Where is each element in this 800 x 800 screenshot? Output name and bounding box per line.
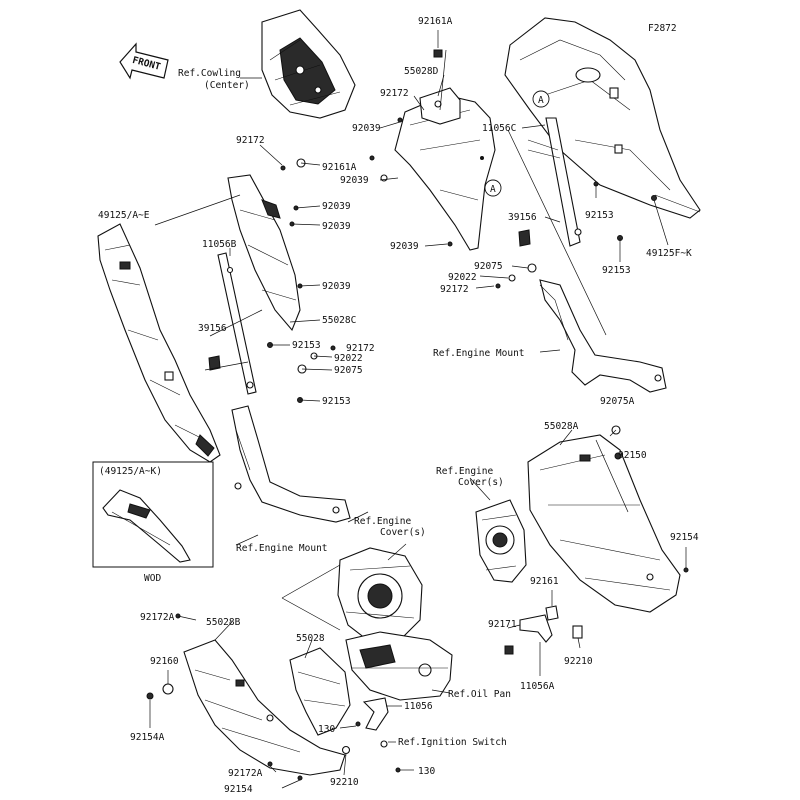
label-92172-left: 92172: [236, 135, 265, 146]
label-92154-right: 92154: [670, 532, 699, 543]
label-92210-bottom: 92210: [330, 777, 359, 788]
ref-oil-pan: Ref.Oil Pan: [448, 689, 511, 700]
label-92075-mid: 92075: [334, 365, 363, 376]
label-11056: 11056: [404, 701, 433, 712]
label-92039-c: 92039: [390, 241, 419, 252]
label-92039-left-b: 92039: [322, 221, 351, 232]
ref-marker-a-top: A: [532, 90, 550, 108]
label-55028: 55028: [296, 633, 325, 644]
label-49125f-k: 49125F~K: [646, 248, 692, 259]
ref-engine-cover-right-1: Ref.Engine: [436, 466, 493, 477]
label-92150: 92150: [618, 450, 647, 461]
label-11056c: 11056C: [482, 123, 516, 134]
panel-55028d-part: [394, 94, 496, 251]
label-92171: 92171: [488, 619, 517, 630]
front-arrow-icon: FRONT: [119, 42, 169, 80]
label-92039-b: 92039: [340, 175, 369, 186]
cover-55028b-part: [183, 639, 346, 776]
label-39156-left: 39156: [198, 323, 227, 334]
label-92039-left-a: 92039: [322, 201, 351, 212]
ref-engine-cover-right-2: Cover(s): [458, 477, 504, 488]
label-39156-right: 39156: [508, 212, 537, 223]
right-shroud-part: [504, 17, 701, 219]
leader-lines: [149, 30, 687, 789]
cover-55028-part: [289, 647, 351, 736]
ref-engine-mount-right: Ref.Engine Mount: [433, 348, 525, 359]
svg-text:A: A: [490, 184, 496, 195]
label-92022-right: 92022: [448, 272, 477, 283]
label-55028c: 55028C: [322, 315, 356, 326]
clip-39156-left: [208, 355, 221, 371]
label-92022-mid: 92022: [334, 353, 363, 364]
grommet-92161: [545, 605, 559, 621]
label-55028b: 55028B: [206, 617, 241, 628]
label-55028d: 55028D: [404, 66, 439, 77]
clip-39156-right: [518, 229, 531, 247]
ref-engine-cover-left-2: Cover(s): [380, 527, 426, 538]
label-92161a-top: 92161A: [418, 16, 453, 27]
bracket-11056a-part: [504, 614, 553, 655]
label-92172a-top: 92172A: [140, 612, 175, 623]
label-92075a: 92075A: [600, 396, 635, 407]
label-11056b: 11056B: [202, 239, 237, 250]
ref-marker-a-mid: A: [484, 179, 502, 197]
cowling-center-part: [261, 9, 356, 119]
collar-92210-right: [572, 625, 583, 639]
cover-55028a-part: [527, 434, 681, 613]
label-130-a: 130: [318, 724, 335, 735]
figure-code: F2872: [648, 23, 677, 34]
bracket-11056c-part: [527, 117, 582, 247]
engine-cover-left-part: [337, 547, 423, 643]
label-92075-right: 92075: [474, 261, 503, 272]
label-55028a: 55028A: [544, 421, 579, 432]
part-labels: 92161A 55028D 92172 11056C 92039 92039 9…: [98, 16, 699, 795]
label-92161: 92161: [530, 576, 559, 587]
label-130-b: 130: [418, 766, 435, 777]
svg-text:A: A: [538, 95, 544, 106]
label-92153-right-b: 92153: [602, 265, 631, 276]
engine-mount-left-part: [231, 405, 351, 523]
label-92160: 92160: [150, 656, 179, 667]
label-92039-a: 92039: [352, 123, 381, 134]
label-49125-a-e: 49125/A~E: [98, 210, 150, 221]
label-92153-left-b: 92153: [322, 396, 351, 407]
wod-inset-label: (49125/A~K): [99, 466, 162, 477]
wod-caption: WOD: [144, 573, 161, 584]
left-shroud-part: [97, 223, 221, 463]
engine-cover-right-part: [475, 499, 527, 583]
oil-pan-part: [345, 631, 453, 701]
label-92039-left-c: 92039: [322, 281, 351, 292]
label-92153-right-a: 92153: [585, 210, 614, 221]
ref-engine-mount-left: Ref.Engine Mount: [236, 543, 328, 554]
engine-mount-right-part: [539, 279, 667, 393]
label-92172-upper: 92172: [380, 88, 409, 99]
label-92172a-bottom: 92172A: [228, 768, 263, 779]
label-92154a: 92154A: [130, 732, 165, 743]
panel-55028c-part: [227, 174, 301, 332]
label-11056a: 11056A: [520, 681, 555, 692]
label-92153-left-a: 92153: [292, 340, 321, 351]
label-92161a-left: 92161A: [322, 162, 357, 173]
label-92172-mid: 92172: [346, 343, 375, 354]
label-92154-bottom: 92154: [224, 784, 253, 795]
wod-inset-box: [92, 461, 214, 568]
bracket-55028d-top: [419, 87, 461, 125]
label-92172-right: 92172: [440, 284, 469, 295]
ref-ignition-switch: Ref.Ignition Switch: [398, 737, 507, 748]
ref-cowling-label: Ref.Cowling: [178, 68, 241, 79]
ref-cowling-sub-label: (Center): [204, 80, 250, 91]
bracket-11056b-part: [217, 252, 257, 395]
bracket-11056-part: [362, 697, 389, 731]
label-92210-right: 92210: [564, 656, 593, 667]
ref-engine-cover-left-1: Ref.Engine: [354, 516, 411, 527]
